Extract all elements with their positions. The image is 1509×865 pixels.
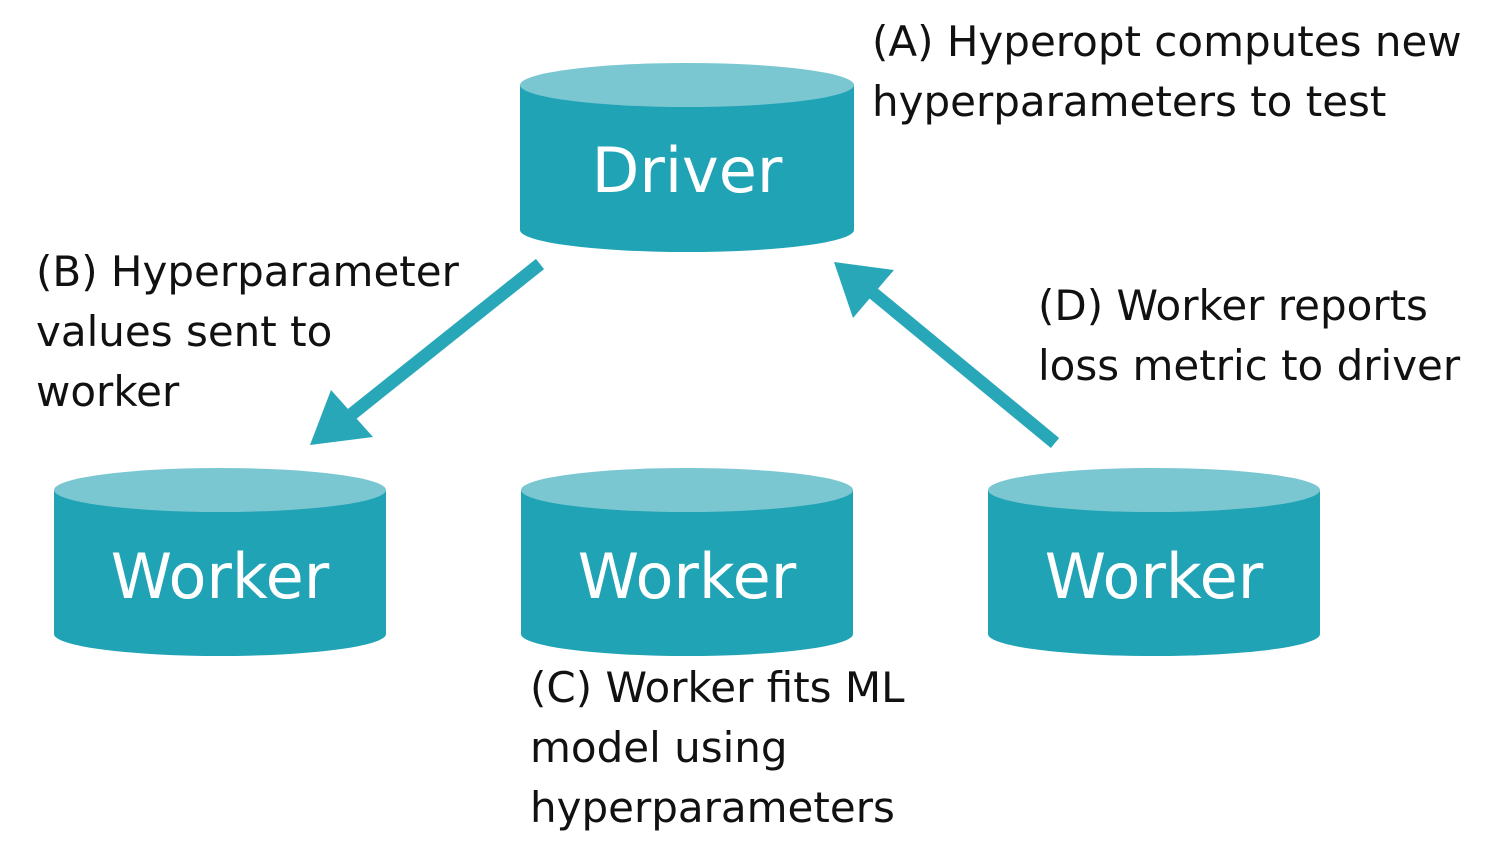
worker-left-label: Worker <box>111 540 330 613</box>
annotation-b-line-1: (B) Hyperparameter <box>36 247 459 296</box>
arrow-d-head <box>834 262 894 318</box>
driver-cylinder-body <box>520 85 854 252</box>
worker-node-left: Worker <box>54 468 386 656</box>
worker-right-cylinder-top <box>988 468 1320 512</box>
arrow-b-head <box>310 390 373 445</box>
driver-node: Driver <box>520 63 854 252</box>
worker-center-label: Worker <box>578 540 797 613</box>
worker-node-center: Worker <box>521 468 853 656</box>
arrow-worker-to-driver <box>834 262 1060 449</box>
annotation-d-line-2: loss metric to driver <box>1038 341 1461 390</box>
arrow-b-shaft <box>347 258 545 420</box>
annotation-a: (A) Hyperopt computes new hyperparameter… <box>872 12 1462 132</box>
worker-left-cylinder-top <box>54 468 386 512</box>
arrow-driver-to-worker <box>310 258 545 445</box>
worker-right-label: Worker <box>1045 540 1264 613</box>
driver-label: Driver <box>592 134 783 207</box>
worker-node-right: Worker <box>988 468 1320 656</box>
annotation-c-line-3: hyperparameters <box>530 783 895 832</box>
worker-center-cylinder-body <box>521 490 853 656</box>
worker-center-cylinder-top <box>521 468 853 512</box>
worker-left-cylinder-body <box>54 490 386 656</box>
arrow-d-shaft <box>868 287 1060 449</box>
worker-right-cylinder-body <box>988 490 1320 656</box>
annotation-c: (C) Worker fits ML model using hyperpara… <box>530 658 905 838</box>
annotation-a-line-2: hyperparameters to test <box>872 77 1387 126</box>
driver-cylinder-top <box>520 63 854 107</box>
annotation-b: (B) Hyperparameter values sent to worker <box>36 242 459 422</box>
annotation-a-line-1: (A) Hyperopt computes new <box>872 17 1462 66</box>
annotation-d: (D) Worker reports loss metric to driver <box>1038 276 1460 396</box>
annotation-d-line-1: (D) Worker reports <box>1038 281 1428 330</box>
annotation-b-line-3: worker <box>36 367 180 416</box>
annotation-c-line-1: (C) Worker fits ML <box>530 663 905 712</box>
annotation-b-line-2: values sent to <box>36 307 333 356</box>
annotation-c-line-2: model using <box>530 723 788 772</box>
